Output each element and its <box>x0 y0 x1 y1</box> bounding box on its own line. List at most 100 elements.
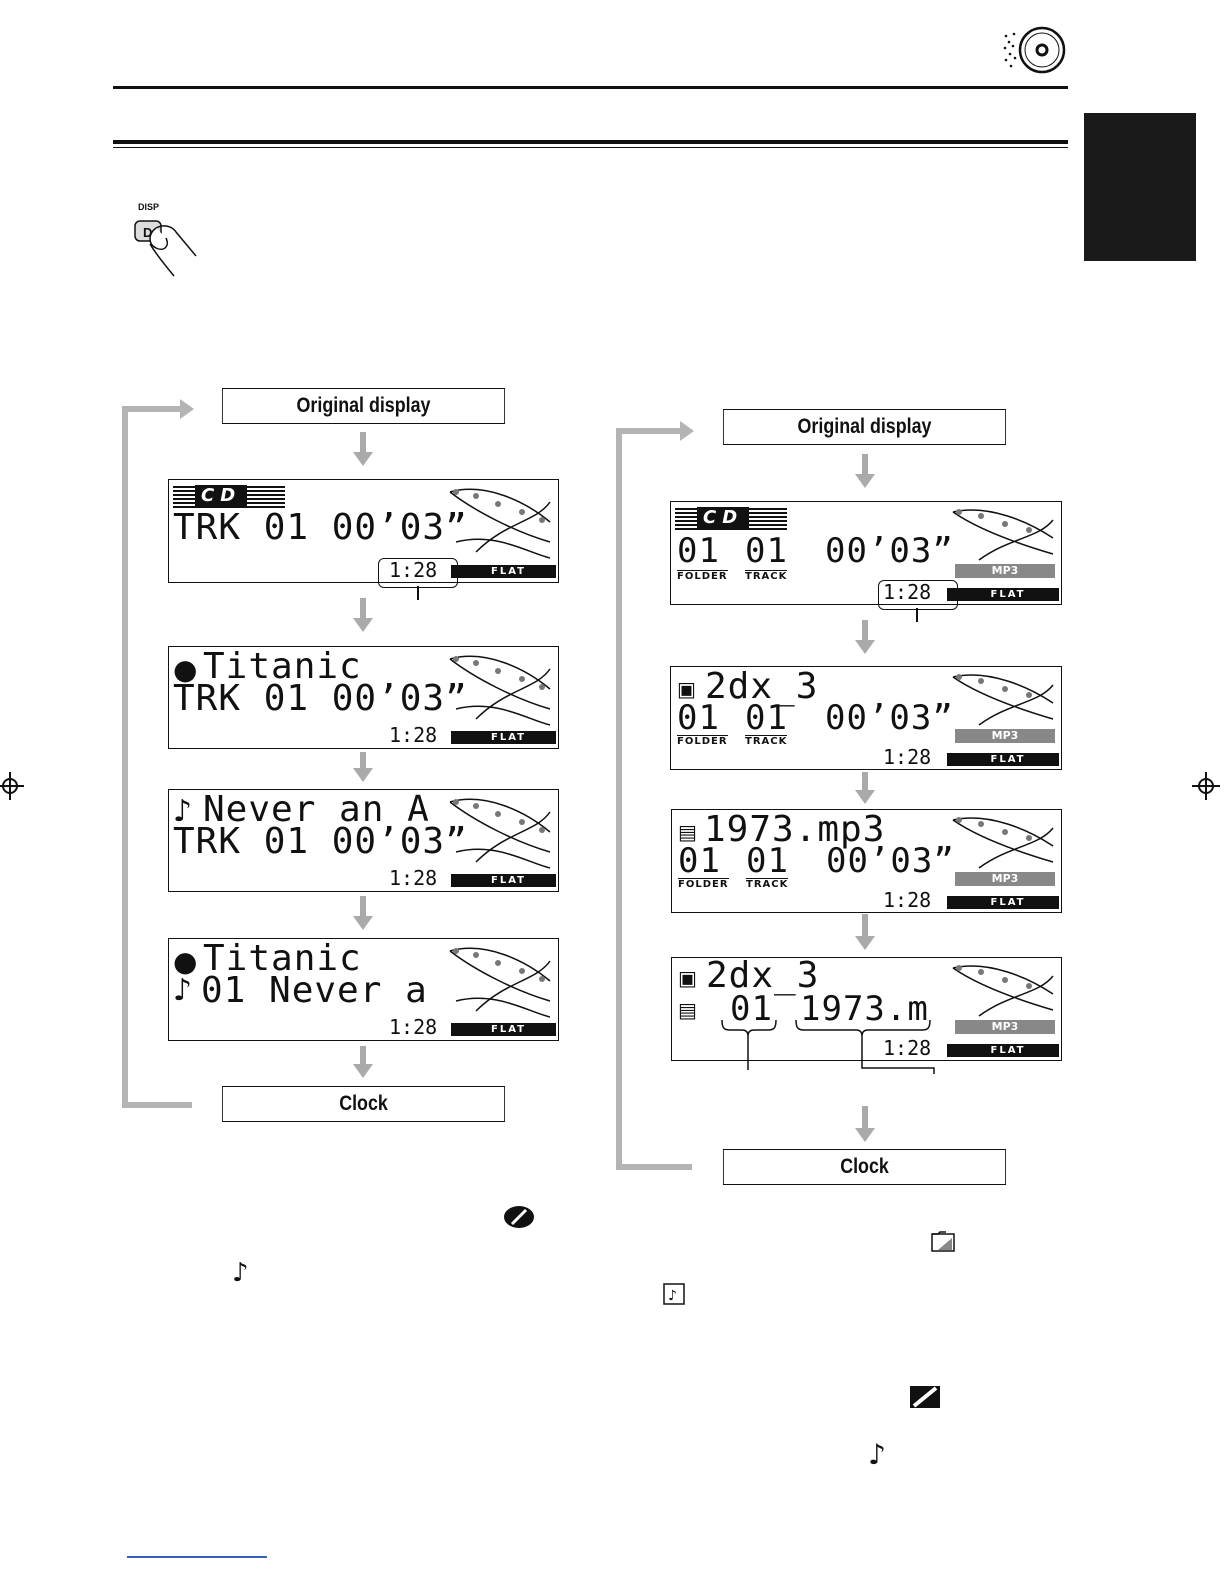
time-callout <box>378 558 458 588</box>
right-clock-label: Clock <box>722 1149 1007 1185</box>
folder-icon <box>931 1231 955 1252</box>
screen-line-1: Never an A <box>203 789 430 830</box>
left-screen-2: ● Titanic TRK 01 00’03” 1:28 FLAT <box>168 646 559 749</box>
registration-mark-left <box>0 772 24 800</box>
wave-art-icon <box>952 509 1054 561</box>
left-arrow-5 <box>353 1064 373 1078</box>
left-arrow-1 <box>353 452 373 466</box>
music-note-icon: ♪ <box>173 794 193 829</box>
screen-time: 1:28 <box>883 745 932 769</box>
header-rule-thin <box>113 147 1068 148</box>
screen-time: 1:28 <box>883 888 932 912</box>
right-arrow-2 <box>855 640 875 654</box>
right-original-display-label: Original display <box>722 409 1007 445</box>
folder-icon: ▣ <box>677 677 696 701</box>
screen-time: 1:28 <box>389 723 438 747</box>
wave-art-icon <box>449 947 551 1018</box>
screen-line-2: TRK 01 00’03” <box>173 678 468 719</box>
wave-art-icon <box>952 965 1054 1017</box>
left-loop-arrowhead <box>180 399 194 419</box>
track-label: TRACK <box>746 878 789 890</box>
file-icon: ▤ <box>678 998 697 1022</box>
format-indicator: MP3 <box>955 729 1055 743</box>
left-arrow-4 <box>353 916 373 930</box>
wave-art-icon <box>952 817 1054 869</box>
wave-art-icon <box>952 674 1054 726</box>
elapsed-time: 00’03” <box>825 698 954 738</box>
screen-line-1: TRK 01 00’03” <box>173 507 468 548</box>
left-arrow-2 <box>353 618 373 632</box>
format-indicator: MP3 <box>955 872 1055 886</box>
right-loop-arrowhead <box>680 421 694 441</box>
screen-line-1: 1973.mp3 <box>704 809 886 850</box>
header-rule-bottom <box>113 140 1068 144</box>
eq-indicator: FLAT <box>461 565 556 578</box>
right-loop-bottom <box>616 1164 692 1170</box>
left-loop-top <box>122 406 182 412</box>
eq-indicator: FLAT <box>957 896 1059 909</box>
screen-line-2: TRK 01 00’03” <box>173 821 468 862</box>
wave-art-icon <box>449 655 551 726</box>
folder-number: 01 <box>677 531 720 571</box>
left-arrow-5-shaft <box>360 1046 366 1064</box>
track-label: TRACK <box>745 570 788 582</box>
left-arrow-1-shaft <box>360 432 366 452</box>
screen-line-1: 2dx_3 <box>705 666 819 707</box>
screen-line-2: 01 Never a <box>201 970 428 1011</box>
eq-indicator: FLAT <box>461 874 556 887</box>
left-arrow-2-shaft <box>360 598 366 618</box>
right-arrow-1 <box>855 474 875 488</box>
folder-number: 01 <box>677 698 720 738</box>
elapsed-time: 00’03” <box>825 531 954 571</box>
right-screen-2: ▣ 2dx_3 01 01 00’03” FOLDER TRACK MP3 1:… <box>670 666 1062 770</box>
svg-text:♪: ♪ <box>668 1288 677 1304</box>
track-number: 01 <box>745 698 788 738</box>
right-loop-vertical <box>616 428 622 1170</box>
screen-time: 1:28 <box>883 1036 932 1060</box>
eq-indicator: FLAT <box>461 1023 556 1036</box>
folder-label: FOLDER <box>678 878 729 890</box>
disp-button-caption: DISP <box>138 202 160 212</box>
disc-icon <box>504 1206 534 1228</box>
format-indicator: MP3 <box>955 1020 1055 1034</box>
music-note-icon: ♪ <box>173 973 193 1008</box>
right-arrow-1-shaft <box>862 454 868 474</box>
screen-time: 1:28 <box>389 866 438 890</box>
field-brackets <box>721 1019 935 1074</box>
header-rule-top <box>113 86 1068 89</box>
time-callout <box>878 580 958 610</box>
left-original-display-label: Original display <box>221 388 506 424</box>
left-loop-vertical <box>122 406 128 1108</box>
disp-button[interactable]: D <box>130 214 206 282</box>
file-icon: ♪ <box>663 1283 685 1305</box>
eq-indicator: FLAT <box>461 731 556 744</box>
track-label: TRACK <box>745 735 788 747</box>
left-screen-3: ♪ Never an A TRK 01 00’03” 1:28 FLAT <box>168 789 559 892</box>
screen-line-1: 2dx_3 <box>706 957 820 996</box>
folder-label: FOLDER <box>677 735 728 747</box>
disc-icon: ● <box>173 945 198 978</box>
registration-mark-right <box>1192 772 1220 800</box>
music-note-icon: ♪ <box>868 1438 886 1471</box>
right-arrow-4-shaft <box>862 914 868 936</box>
disp-button-key: D <box>143 225 152 240</box>
folder-icon: ▣ <box>678 966 697 990</box>
left-screen-4: ● Titanic ♪ 01 Never a 1:28 FLAT <box>168 938 559 1041</box>
left-loop-bottom <box>122 1102 192 1108</box>
wave-art-icon <box>449 798 551 869</box>
disc-icon: ● <box>173 653 198 686</box>
wave-art-icon <box>449 488 551 559</box>
folder-number: 01 <box>678 841 721 881</box>
left-arrow-4-shaft <box>360 896 366 916</box>
screen-time: 1:28 <box>883 580 932 604</box>
music-note-icon: ♪ <box>232 1258 249 1288</box>
file-icon: ▤ <box>678 820 697 844</box>
eq-indicator: FLAT <box>957 1044 1059 1057</box>
right-arrow-5 <box>855 1128 875 1142</box>
left-arrow-3 <box>353 768 373 782</box>
screen-line-1: Titanic <box>203 938 362 979</box>
right-arrow-5-shaft <box>862 1106 868 1128</box>
footer-link-rule <box>127 1556 267 1558</box>
right-screen-1: CD 01 01 00’03” FOLDER TRACK MP3 1:28 FL… <box>670 501 1062 605</box>
file-name: 1973.m <box>800 989 929 1029</box>
